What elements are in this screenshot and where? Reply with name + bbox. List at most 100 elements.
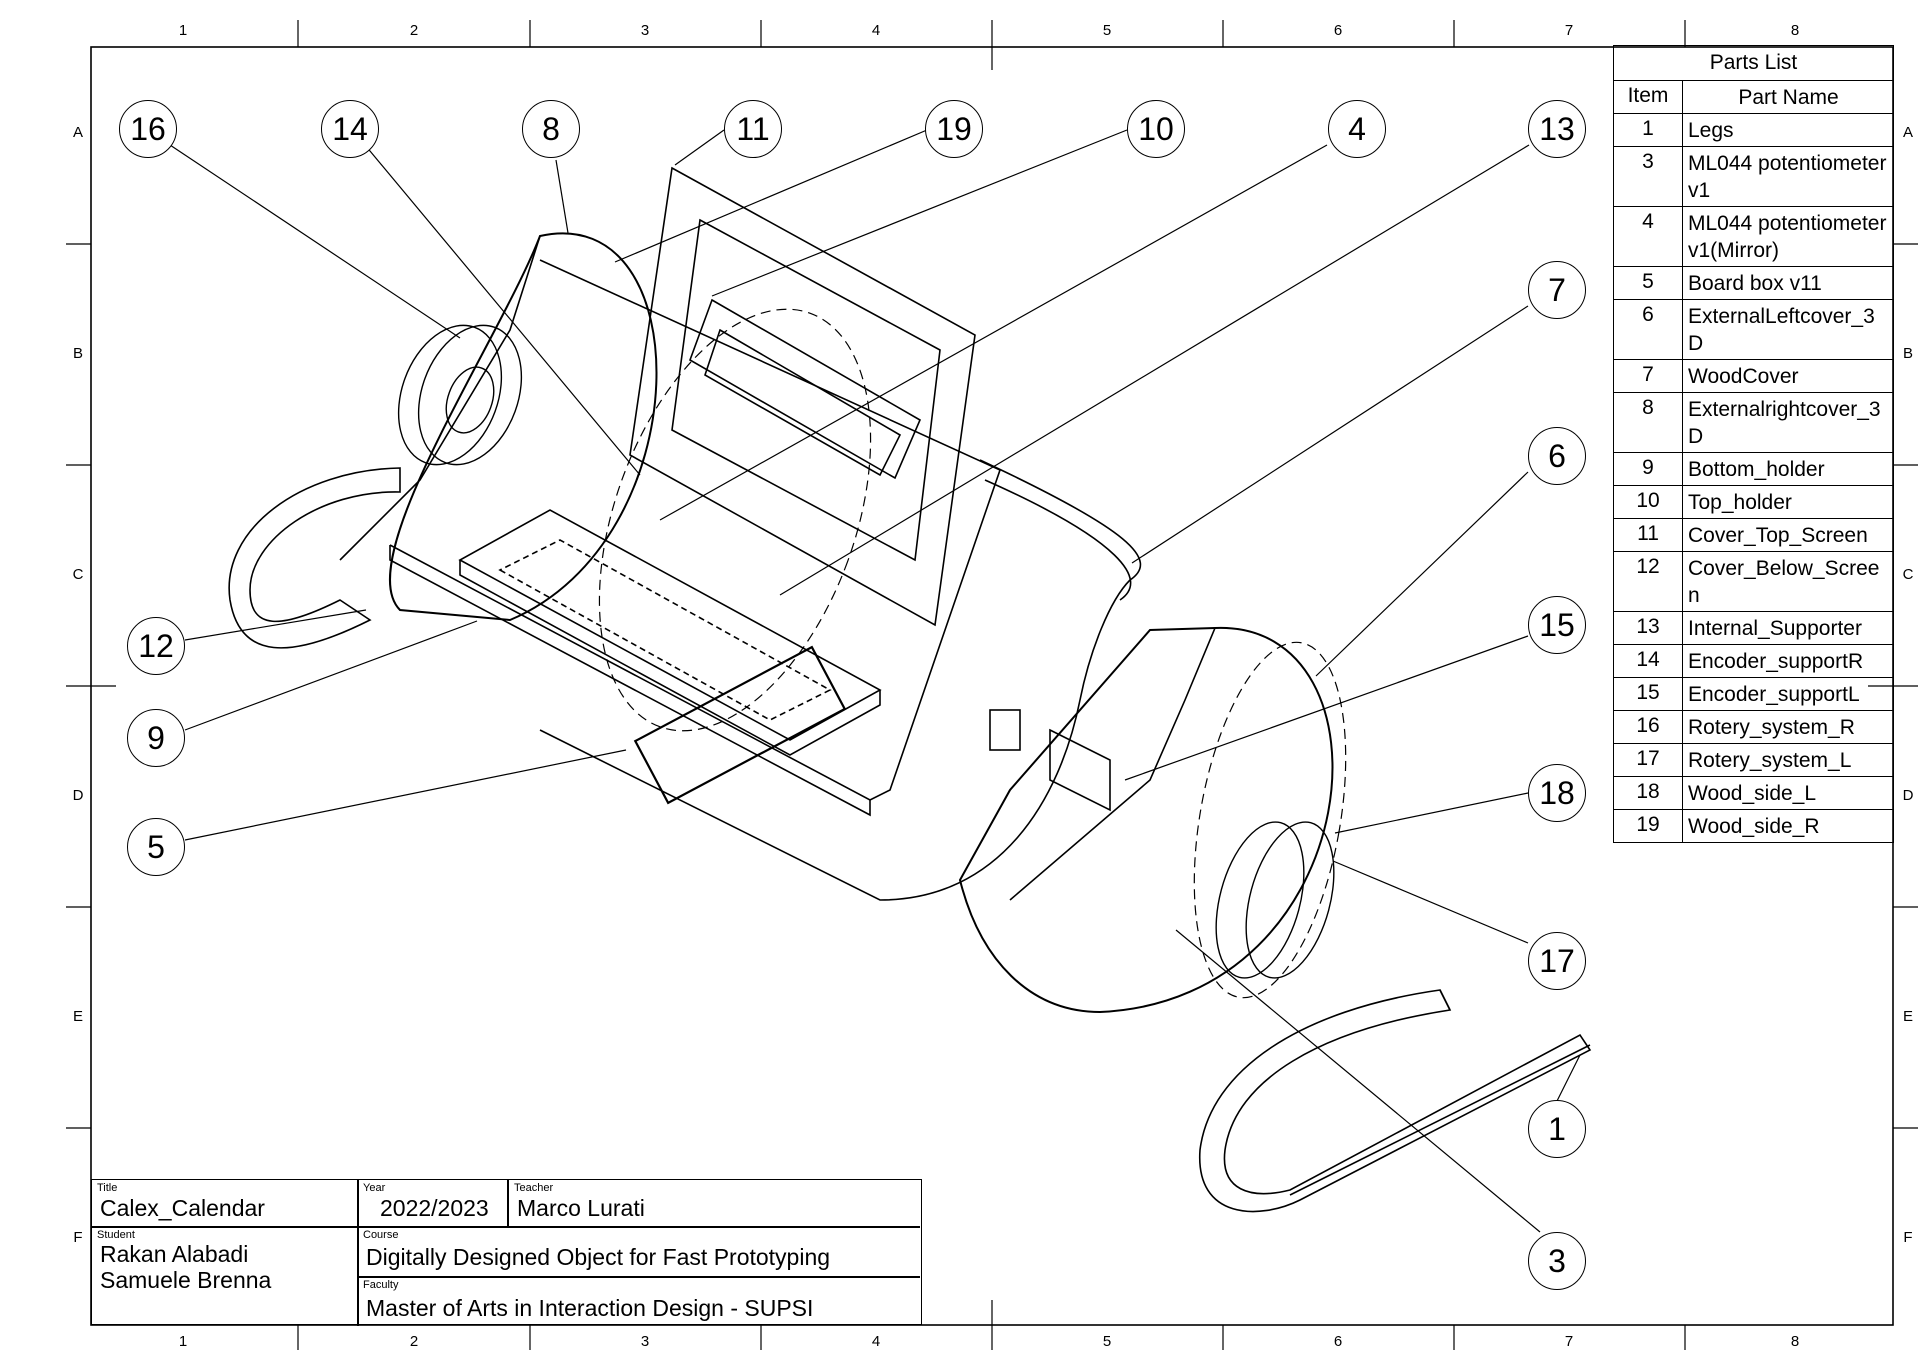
zone-col-label: 7 [1564, 22, 1574, 39]
balloon-14: 14 [321, 100, 379, 158]
cover-top-screen [629, 166, 976, 627]
year-caption: Year [363, 1182, 386, 1194]
part-item-number: 18 [1614, 777, 1683, 809]
left-leg [228, 467, 401, 649]
balloon-4: 4 [1328, 100, 1386, 158]
left-wood-side [958, 626, 1334, 1014]
course-value: Digitally Designed Object for Fast Proto… [366, 1244, 831, 1270]
base-panel [389, 259, 1001, 801]
zone-col-label: 1 [178, 1333, 188, 1350]
part-item-number: 10 [1614, 486, 1683, 518]
zone-row-label: E [1902, 1008, 1913, 1025]
zone-row-label: A [1902, 124, 1913, 141]
balloon-18: 18 [1528, 764, 1586, 822]
faculty-value: Master of Arts in Interaction Design - S… [366, 1295, 814, 1321]
title-caption: Title [97, 1182, 118, 1194]
part-item-number: 5 [1614, 267, 1683, 299]
part-item-number: 15 [1614, 678, 1683, 710]
part-item-number: 7 [1614, 360, 1683, 392]
balloon-9: 9 [127, 709, 185, 767]
zone-row-label: B [1902, 345, 1913, 362]
student-cell: Student Rakan Alabadi Samuele Brenna [92, 1227, 357, 1326]
balloon-6: 6 [1528, 427, 1586, 485]
wood-cover [539, 459, 1142, 901]
zone-col-label: 4 [871, 22, 881, 39]
course-cell: Course Digitally Designed Object for Fas… [358, 1227, 920, 1276]
part-item-number: 11 [1614, 519, 1683, 551]
parts-list-title: Parts List [1614, 46, 1893, 81]
part-name: Rotery_system_L [1688, 749, 1852, 772]
zone-col-label: 6 [1333, 22, 1343, 39]
zone-col-label: 4 [871, 1333, 881, 1350]
faculty-caption: Faculty [363, 1279, 399, 1291]
part-item-number: 6 [1614, 300, 1683, 359]
part-name: Encoder_supportR [1688, 650, 1864, 673]
balloon-17: 17 [1528, 932, 1586, 990]
zone-col-label: 5 [1102, 22, 1112, 39]
title-block: Title Calex_Calendar Year 2022/2023 Teac… [91, 1179, 922, 1326]
part-name: Legs [1688, 119, 1734, 142]
title-cell: Title Calex_Calendar [92, 1180, 357, 1226]
zone-col-label: 8 [1790, 22, 1800, 39]
balloon-3: 3 [1528, 1232, 1586, 1290]
part-item-number: 1 [1614, 114, 1683, 146]
part-name: Cover_Top_Screen [1688, 524, 1868, 547]
teacher-value: Marco Lurati [517, 1195, 645, 1221]
part-name: ML044 potentiometer v1 [1688, 152, 1887, 202]
part-item-number: 4 [1614, 207, 1683, 266]
part-item-number: 19 [1614, 810, 1683, 842]
column-header-item: Item [1614, 81, 1683, 113]
part-item-number: 3 [1614, 147, 1683, 206]
zone-col-label: 7 [1564, 1333, 1574, 1350]
part-name: Cover_Below_Screen [1688, 557, 1880, 607]
zone-row-label: F [73, 1229, 83, 1246]
balloon-12: 12 [127, 617, 185, 675]
balloon-10: 10 [1127, 100, 1185, 158]
rotary-system-right [397, 324, 523, 466]
leader-lines [169, 129, 1581, 1233]
balloon-16: 16 [119, 100, 177, 158]
part-name: Wood_side_R [1688, 815, 1820, 838]
part-item-number: 12 [1614, 552, 1683, 611]
teacher-caption: Teacher [514, 1182, 554, 1194]
part-name: Internal_Supporter [1688, 617, 1862, 640]
zone-row-label: B [72, 345, 83, 362]
part-name: ExternalLeftcover_3D [1688, 305, 1875, 355]
student-name-2: Samuele Brenna [100, 1267, 272, 1293]
faculty-cell: Faculty Master of Arts in Interaction De… [358, 1277, 920, 1326]
student-name-1: Rakan Alabadi [100, 1241, 249, 1267]
part-name: Bottom_holder [1688, 458, 1825, 481]
teacher-cell: Teacher Marco Lurati [509, 1180, 919, 1226]
zone-col-label: 3 [640, 22, 650, 39]
zone-col-label: 5 [1102, 1333, 1112, 1350]
zone-row-label: E [72, 1008, 83, 1025]
part-item-number: 8 [1614, 393, 1683, 452]
year-value: 2022/2023 [380, 1195, 489, 1221]
zone-row-label: F [1903, 1229, 1913, 1246]
zone-row-label: A [72, 124, 83, 141]
part-item-number: 17 [1614, 744, 1683, 776]
part-name: Encoder_supportL [1688, 683, 1860, 706]
zone-row-label: D [1902, 787, 1914, 804]
part-item-number: 14 [1614, 645, 1683, 677]
part-name: WoodCover [1688, 365, 1799, 388]
right-wood-side [388, 232, 658, 622]
top-holder [689, 298, 922, 480]
zone-col-label: 1 [178, 22, 188, 39]
zone-col-label: 6 [1333, 1333, 1343, 1350]
part-name: Externalrightcover_3D [1688, 398, 1881, 448]
part-item-number: 16 [1614, 711, 1683, 743]
assembly-drawing [228, 166, 1592, 1213]
